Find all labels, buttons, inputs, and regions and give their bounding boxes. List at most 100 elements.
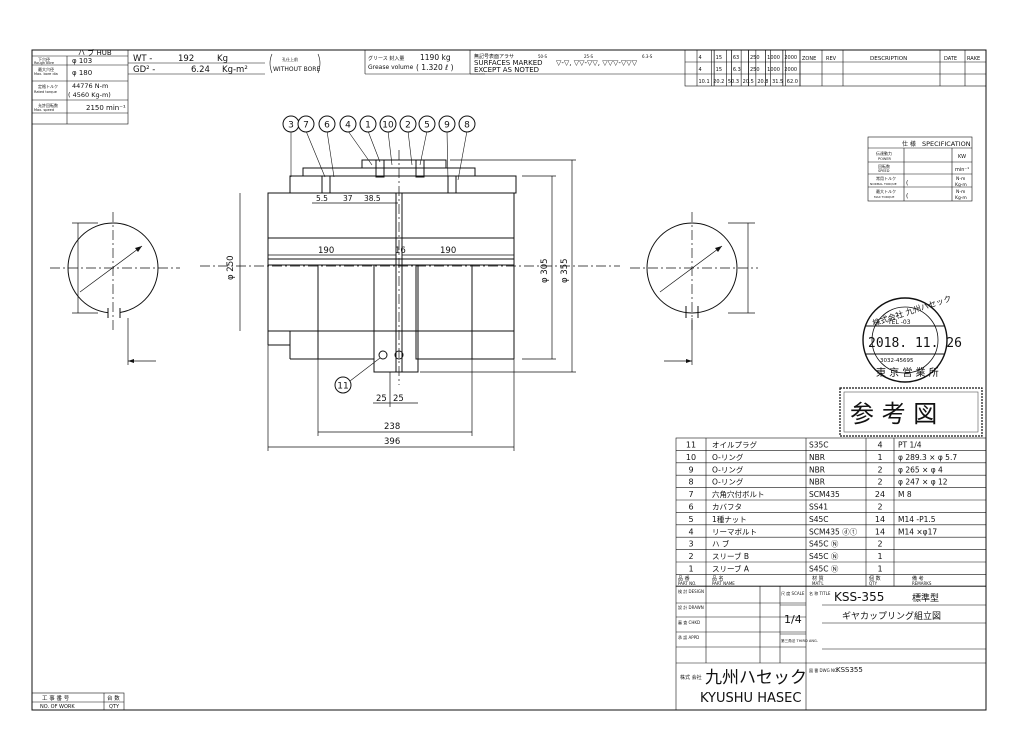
parts-header-jp: 品 名 [712, 575, 724, 582]
tolerance-cell: 15 [716, 55, 722, 61]
part-quantity: 2 [877, 478, 882, 487]
title-label: 名 称 TITLE [809, 590, 831, 596]
company-name-en: KYUSHU HASEC [700, 691, 801, 706]
spec-normal-torque-en: NORMAL TORQUE [870, 182, 897, 186]
drawing-number-label: 図 番 DWG NO. [809, 667, 838, 673]
checked-label: 審 査 CHKD [678, 619, 700, 625]
tolerance-cell: 2000 [784, 55, 797, 61]
parts-header-en: PART NAME [712, 581, 735, 586]
balloon-2: 2 [399, 115, 417, 133]
part-number: 6 [688, 503, 693, 512]
company-name-jp: 九州ハセック [705, 668, 807, 688]
balloon-label: 11 [337, 382, 348, 392]
part-quantity: 14 [875, 515, 885, 524]
drawing-number-value: KSS355 [836, 666, 863, 674]
spec-max-torque-jp: 最大トルク [876, 188, 896, 194]
part-name: 1種ナット [712, 514, 747, 524]
wt-unit: Kg [217, 54, 228, 64]
gd-unit: Kg-m² [222, 65, 248, 75]
part-quantity: 2 [877, 503, 882, 512]
part-material: SCM435 ⓓⓣ [809, 527, 858, 536]
part-number: 4 [688, 527, 693, 536]
spec-speed-en: SPEED [878, 169, 890, 173]
without-bore-jp: 孔仕上前 [282, 56, 298, 62]
parts-header-jp: 個 数 [869, 575, 881, 582]
surface-grade-1: 50-S [538, 54, 548, 59]
dim-25-right: 25 [393, 394, 404, 404]
parts-header-en: MAT'L [812, 581, 824, 586]
balloon-8: 8 [458, 115, 476, 133]
scale-value: 1/4 [784, 613, 802, 626]
left-end-view [50, 212, 180, 365]
dim-dia-355: φ 355 [560, 258, 570, 283]
part-quantity: 2 [877, 540, 882, 549]
dimension-labels: 5.5 37 38.5 190 16 190 φ 250 φ 305 φ 355… [226, 194, 570, 447]
part-material: S45C Ⓝ [809, 552, 839, 561]
dimension-lines [239, 159, 576, 451]
surface-marks: ▽-▽, ▽▽-▽▽, ▽▽▽-▽▽▽ [556, 59, 638, 67]
tolerance-cell: 20.8 [757, 79, 768, 85]
part-name: O-リング [712, 452, 744, 462]
part-name: カバフタ [712, 503, 742, 512]
spec-max-torque-unit2: Kg-m [955, 195, 967, 201]
tolerance-cell: 250 [750, 55, 760, 61]
dim-396: 396 [384, 437, 400, 447]
balloon-label: 10 [382, 121, 394, 131]
dim-190-left: 190 [318, 246, 334, 256]
max-speed-jp: 允許回転数 [38, 102, 58, 108]
part-remarks: φ 289.3 × φ 5.7 [898, 453, 957, 462]
specification-table: 仕 様 SPECIFICATION 伝達動力 POWER KW 回転数 SPEE… [867, 136, 973, 202]
part-material: S35C [809, 441, 829, 450]
part-material: SCM435 [809, 490, 840, 499]
part-remarks: φ 247 × φ 12 [898, 478, 948, 487]
balloon-6: 6 [318, 115, 336, 133]
company-kk: 株式 会社 [680, 674, 702, 681]
part-remarks: PT 1/4 [898, 441, 922, 450]
part-material: NBR [809, 478, 825, 487]
tolerance-cell: 1000 [767, 67, 780, 73]
balloon-3: 3 [282, 115, 300, 133]
spec-power-unit: KW [958, 154, 966, 160]
rated-torque-en: Rated torque [34, 90, 57, 94]
grease-volume: ( 1.320 ℓ ) [416, 63, 454, 72]
reference-drawing-stamp: 参 考 図 [839, 387, 983, 437]
parts-header-en: REMARKS [912, 581, 932, 586]
wt-label: WT - [133, 54, 152, 64]
balloon-9: 9 [438, 115, 456, 133]
balloon-10: 10 [379, 115, 397, 133]
part-name: オイルプラグ [712, 440, 757, 450]
balloon-label: 7 [303, 121, 309, 131]
part-remarks: M14 -P1.5 [898, 515, 936, 524]
company-date-stamp: 株式会社 九州ハセック TEL -03 2018. 11. 26 3032-45… [862, 293, 962, 383]
max-bore-value: φ 180 [72, 69, 92, 77]
part-number: 8 [688, 478, 693, 487]
title-value: KSS-355 [834, 590, 884, 604]
part-name: 六角穴付ボルト [712, 489, 765, 499]
balloon-4: 4 [339, 115, 357, 133]
spec-power-jp: 伝達動力 [876, 150, 892, 156]
dim-25-left: 25 [376, 394, 387, 404]
part-number: 1 [688, 565, 693, 574]
part-quantity: 1 [877, 552, 882, 561]
spec-normal-torque-unit: N-m [956, 176, 965, 182]
stamp-code: 3032-45695 [880, 358, 914, 364]
title-subtitle: ギヤカップリング組立図 [842, 610, 941, 622]
grease-box: グリース 封入量 Grease volume 1190 kg ( 1.320 ℓ… [364, 50, 485, 75]
drawn-label: 設 計 DRAWN [678, 604, 704, 610]
part-material: S45C Ⓝ [809, 540, 839, 549]
surface-en-2: EXCEPT AS NOTED [474, 66, 539, 74]
spec-max-torque-en: MAX TORQUE [874, 195, 894, 199]
parts-header-en: PART NO. [678, 581, 696, 586]
dim-37: 37 [343, 194, 353, 203]
sheet-border [31, 49, 987, 711]
part-name: ハ ブ [712, 539, 730, 549]
rake-label: RAKE [967, 56, 980, 62]
dim-238: 238 [384, 422, 400, 432]
